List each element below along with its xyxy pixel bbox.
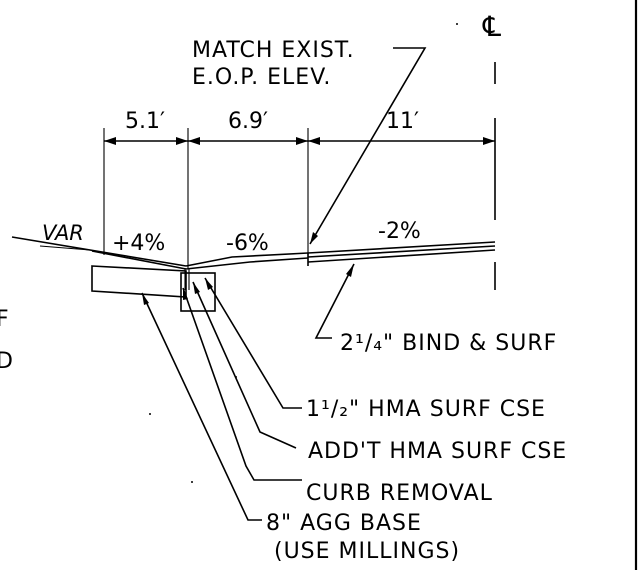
callout-eop-elev: E.O.P. ELEV. (192, 65, 331, 90)
leader-arrowhead (346, 264, 354, 277)
speck (456, 23, 458, 25)
agg-base-box (91, 265, 187, 298)
leader-agg-base (141, 292, 262, 521)
clipped-label-1: F (0, 307, 10, 332)
bind-surf-bottom (307, 249, 496, 263)
leader-bind-surf (314, 263, 355, 339)
note-use-millings: (USE MILLINGS) (274, 539, 460, 564)
leader-addt-hma (192, 281, 297, 449)
note-bind-surf: 2¹/₄" BIND & SURF (340, 331, 557, 356)
leader-arrowhead (205, 278, 213, 290)
slope-var: VAR (42, 221, 84, 245)
bind-surf-mid (307, 245, 496, 258)
note-agg-base: 8" AGG BASE (266, 511, 422, 536)
note-curb-removal: CURB REMOVAL (306, 481, 493, 506)
callout-arrowhead (310, 232, 318, 244)
callout-leader (309, 47, 427, 245)
curb-removal-box (180, 272, 216, 312)
leader-hma-surf (204, 277, 302, 409)
centerline-symbol: ℄ (482, 10, 502, 43)
dim-arrow (483, 137, 495, 145)
speck (149, 413, 151, 415)
overlay-lower (185, 257, 309, 270)
dimension-6-9: 6.9′ (228, 109, 268, 134)
bind-surf-top (307, 241, 496, 254)
slope-plus-4: +4% (112, 231, 165, 256)
dim-arrow (296, 137, 308, 145)
var-slope-line (11, 236, 187, 267)
leader-arrowhead (142, 293, 149, 305)
shoulder-line (91, 250, 187, 270)
slope-minus-6: -6% (226, 231, 269, 256)
leader-arrowhead (193, 282, 200, 294)
leader-arrowhead (183, 288, 188, 300)
dim-arrow (104, 137, 116, 145)
speck (191, 481, 193, 483)
note-hma-surf: 1¹/₂" HMA SURF CSE (306, 397, 546, 422)
dimension-11: 11′ (386, 109, 419, 134)
slope-minus-2: -2% (378, 219, 421, 244)
dimension-5-1: 5.1′ (125, 109, 165, 134)
dim-arrow (308, 137, 320, 145)
dim-arrow (176, 137, 188, 145)
dim-arrow (188, 137, 200, 145)
clipped-label-2: D (0, 349, 14, 374)
existing-surface (185, 252, 309, 267)
speck (235, 376, 237, 378)
callout-match-exist: MATCH EXIST. (192, 38, 355, 63)
leader-curb-removal (182, 287, 302, 481)
var-underline (39, 245, 91, 251)
note-addt-hma: ADD'T HMA SURF CSE (308, 439, 567, 464)
